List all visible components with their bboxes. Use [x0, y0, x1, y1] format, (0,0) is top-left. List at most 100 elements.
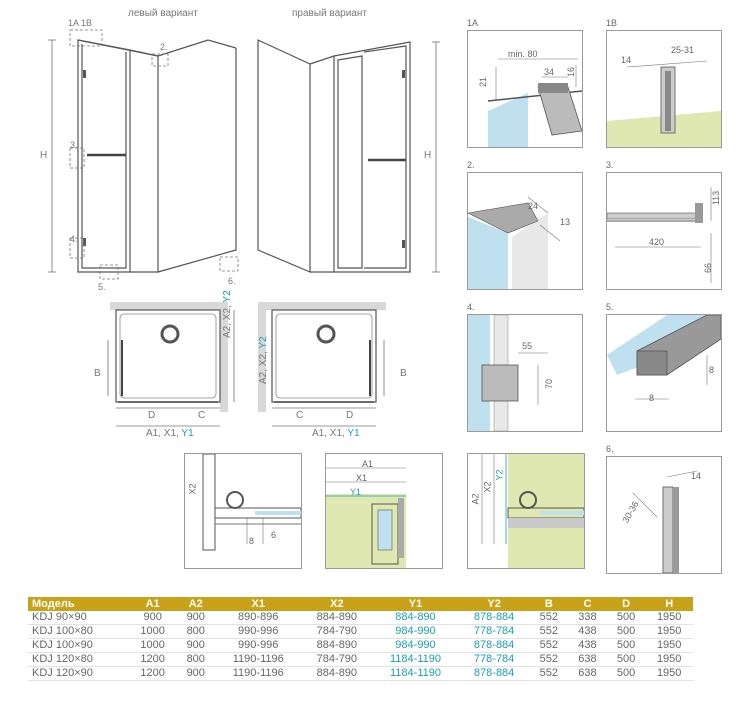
- cell: 1950: [645, 624, 693, 639]
- section-2: A1 X1 Y1: [325, 453, 443, 569]
- marker-3: 3.: [70, 140, 78, 150]
- detail-4-70: 70: [544, 378, 555, 390]
- cell: 1000: [128, 624, 177, 639]
- cell: 552: [529, 652, 569, 667]
- cell: 878-884: [458, 638, 530, 653]
- left-elevation-drawing: [48, 29, 239, 280]
- cell: 778-784: [458, 624, 530, 639]
- left-plan-y2-text: Y2: [222, 290, 233, 303]
- detail-3-420: 420: [649, 237, 665, 247]
- left-plan-d-label: D: [148, 410, 156, 421]
- detail-5-8a: 8: [649, 393, 655, 403]
- cell: 500: [606, 611, 646, 625]
- cell: 552: [529, 624, 569, 639]
- cell: 878-884: [458, 611, 530, 625]
- left-plan-b-label: B: [94, 368, 101, 379]
- detail-6-label: 6.: [606, 444, 614, 454]
- section-1-8: 8: [249, 536, 255, 546]
- cell: 900: [176, 611, 216, 625]
- detail-4-label: 4.: [467, 302, 475, 312]
- detail-1a-min80: min. 80: [508, 49, 538, 59]
- th-c: C: [568, 597, 607, 611]
- section-1-x2: X2: [187, 483, 198, 495]
- cell: 884-890: [372, 611, 459, 625]
- left-plan-a1-text: A1, X1,: [146, 428, 182, 439]
- cell: 884-890: [301, 638, 373, 653]
- cell: 338: [568, 611, 607, 625]
- right-plan-a1-text: A1, X1,: [312, 428, 348, 439]
- cell: 784-790: [301, 652, 373, 667]
- cell: KDJ 90×90: [28, 611, 129, 625]
- cell: 1184-1190: [372, 652, 459, 667]
- cell: 552: [529, 666, 569, 681]
- cell: 1190-1196: [215, 652, 302, 667]
- right-plan-c-label: C: [296, 410, 304, 421]
- detail-3-label: 3.: [606, 160, 614, 170]
- cell: 784-790: [301, 624, 373, 639]
- th-b: B: [529, 597, 569, 611]
- cell: 1950: [645, 652, 693, 667]
- cell: 1190-1196: [215, 666, 302, 681]
- detail-5-label: 5.: [606, 302, 614, 312]
- th-d: D: [606, 597, 646, 611]
- cell: 1184-1190: [372, 666, 459, 681]
- cell: 500: [606, 652, 646, 667]
- detail-1a-34: 34: [544, 67, 555, 77]
- cell: 500: [606, 624, 646, 639]
- detail-4: 55 70: [467, 314, 583, 432]
- detail-3-113: 113: [711, 190, 722, 206]
- marker-4: 4.: [70, 234, 78, 244]
- section-3-x2: X2: [482, 481, 493, 493]
- section-3: A2 X2 Y2: [467, 453, 585, 569]
- section-2-a1: A1: [362, 459, 374, 469]
- cell: 890-896: [215, 611, 302, 625]
- right-elevation-drawing: [257, 39, 440, 273]
- th-y1: Y1: [372, 597, 459, 611]
- cell: 800: [176, 652, 216, 667]
- cell: 500: [606, 666, 646, 681]
- detail-5: 8 8: [606, 314, 722, 432]
- right-plan-a1-label: A1, X1, Y1: [312, 428, 360, 439]
- detail-4-55: 55: [522, 341, 533, 351]
- cell: 984-990: [372, 638, 459, 653]
- detail-1b-14: 14: [621, 55, 632, 65]
- detail-1b-25-31: 25-31: [671, 45, 695, 55]
- cell: 1000: [128, 638, 177, 653]
- cell: 438: [568, 638, 607, 653]
- cell: KDJ 100×90: [28, 638, 129, 653]
- right-height-label: H: [424, 150, 432, 161]
- cell: 438: [568, 624, 607, 639]
- cell: 552: [529, 611, 569, 625]
- cell: 900: [176, 666, 216, 681]
- detail-1a-label: 1A: [467, 18, 479, 28]
- right-plan-y2-text: Y2: [258, 336, 269, 349]
- right-plan-b-label: B: [400, 368, 407, 379]
- cell: 638: [568, 652, 607, 667]
- detail-2: 24 13: [467, 172, 583, 290]
- cell: 1950: [645, 611, 693, 625]
- table-header-row: Модель A1 A2 X1 X2 Y1 Y2 B C D H: [28, 597, 693, 611]
- cell: 884-890: [301, 666, 373, 681]
- spec-table: Модель A1 A2 X1 X2 Y1 Y2 B C D H KDJ 90×…: [28, 597, 693, 681]
- cell: 1950: [645, 638, 693, 653]
- detail-1b: 14 25-31: [606, 30, 722, 148]
- right-variant-label: правый вариант: [292, 8, 367, 19]
- th-a1: A1: [128, 597, 177, 611]
- marker-5: 5.: [98, 282, 106, 292]
- right-plan-a2-label: A2, X2, Y2: [258, 336, 269, 384]
- detail-1a-21: 21: [478, 76, 489, 88]
- cell: 800: [176, 624, 216, 639]
- th-y2: Y2: [458, 597, 530, 611]
- cell: 900: [128, 611, 177, 625]
- detail-2-24: 24: [528, 201, 539, 211]
- cell: 878-884: [458, 666, 530, 681]
- th-x2: X2: [301, 597, 373, 611]
- left-plan-a2-label: A2, X2, Y2: [222, 290, 233, 338]
- detail-6-14: 14: [691, 471, 702, 481]
- left-plan-drawing: [107, 302, 235, 427]
- left-height-label: H: [40, 150, 48, 161]
- cell: 990-996: [215, 624, 302, 639]
